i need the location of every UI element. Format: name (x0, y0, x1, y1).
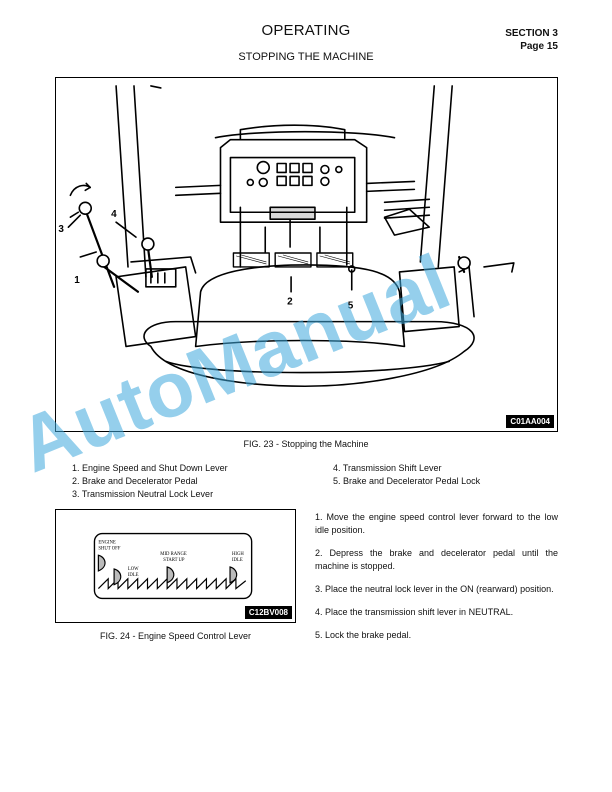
page-subtitle: STOPPING THE MACHINE (238, 51, 374, 63)
label-idle-low: IDLE (128, 573, 139, 578)
figure-24-code: C12BV008 (244, 606, 292, 619)
page-number: Page 15 (520, 41, 558, 52)
callout-5: 5 (348, 301, 354, 312)
section-info: SECTION 3 Page 15 (505, 27, 558, 53)
callout-2: 2 (287, 297, 293, 308)
label-idle-high: IDLE (232, 558, 243, 563)
speed-lever-illustration: ENGINE SHUT OFF LOW IDLE MID RANGE START… (93, 532, 253, 600)
label-engine: ENGINE (98, 540, 116, 545)
page-title: OPERATING (261, 22, 351, 39)
procedure-steps: 1. Move the engine speed control lever f… (315, 511, 558, 652)
cab-illustration: 3 4 1 2 5 (58, 85, 515, 388)
step-5: 5. Lock the brake pedal. (315, 630, 412, 640)
section-label: SECTION 3 (505, 28, 558, 39)
label-mid-range: MID RANGE (160, 552, 187, 557)
step-2: 2. Depress the brake and decelerator ped… (315, 548, 558, 571)
label-low: LOW (128, 567, 139, 572)
legend-item: 1. Engine Speed and Shut Down Lever (72, 463, 228, 473)
legend-left: 1. Engine Speed and Shut Down Lever 2. B… (72, 462, 228, 501)
figure-23-caption: FIG. 23 - Stopping the Machine (243, 439, 369, 449)
legend-right: 4. Transmission Shift Lever 5. Brake and… (333, 462, 480, 488)
label-start-up: START UP (163, 558, 185, 563)
callout-4: 4 (111, 209, 117, 220)
label-shut-off: SHUT OFF (98, 546, 120, 551)
figure-24-caption: FIG. 24 - Engine Speed Control Lever (99, 631, 252, 641)
figure-23: 3 4 1 2 5 C01AA004 (55, 77, 558, 432)
figure-24: ENGINE SHUT OFF LOW IDLE MID RANGE START… (55, 509, 296, 623)
legend-item: 4. Transmission Shift Lever (333, 463, 442, 473)
step-3: 3. Place the neutral lock lever in the O… (315, 584, 554, 594)
legend-item: 3. Transmission Neutral Lock Lever (72, 489, 214, 499)
legend-item: 5. Brake and Decelerator Pedal Lock (333, 476, 481, 486)
legend-item: 2. Brake and Decelerator Pedal (72, 476, 198, 486)
label-high: HIGH (232, 552, 244, 557)
callout-3: 3 (58, 224, 64, 235)
callout-1: 1 (74, 275, 80, 286)
step-1: 1. Move the engine speed control lever f… (315, 512, 558, 535)
figure-23-code: C01AA004 (506, 415, 554, 428)
step-4: 4. Place the transmission shift lever in… (315, 607, 514, 617)
